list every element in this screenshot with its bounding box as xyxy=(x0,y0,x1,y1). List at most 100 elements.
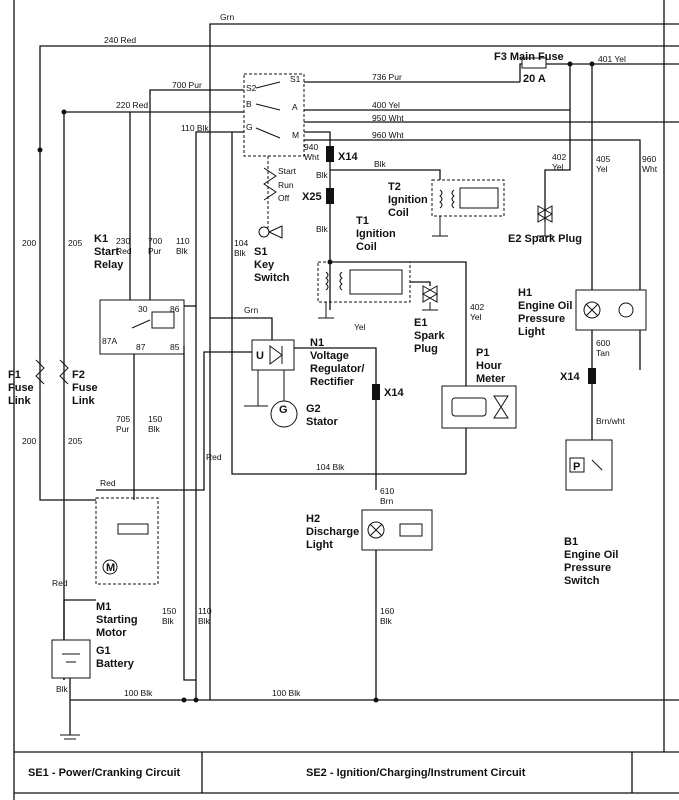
k1-pin-86: 86 xyxy=(170,304,180,314)
s1-term-a: A xyxy=(292,102,298,112)
t1-winding xyxy=(339,271,343,291)
junction xyxy=(327,259,333,265)
h2-label: H2 xyxy=(306,513,320,525)
h1-label-light: Light xyxy=(518,326,545,338)
diode-icon xyxy=(269,345,283,365)
label-736-pur: 736 Pur xyxy=(372,72,402,82)
t2-core xyxy=(459,187,499,209)
label-940: 940 xyxy=(304,142,318,152)
label-230-red: Red xyxy=(116,246,132,256)
b1-contact xyxy=(591,459,603,471)
s1-detent xyxy=(263,167,277,201)
h1-label: H1 xyxy=(518,287,532,299)
label-150-blk: Blk xyxy=(148,424,161,434)
f1-label-link: Link xyxy=(8,395,31,407)
g2-label: G2 xyxy=(306,403,321,415)
s1-label-key: Key xyxy=(254,259,275,271)
t2-label: T2 xyxy=(388,181,401,193)
k1-label-start: Start xyxy=(94,246,119,258)
g2-label-stator: Stator xyxy=(306,416,339,428)
label-960-wht: 960 Wht xyxy=(372,130,404,140)
b1-label-pressure: Pressure xyxy=(564,562,611,574)
t2-label-ignition: Ignition xyxy=(388,194,428,206)
wire-402-yel-e2 xyxy=(544,110,571,222)
x14-label-3: X14 xyxy=(560,371,580,383)
label-150b: 150 xyxy=(162,606,176,616)
wire-blk-t2 xyxy=(330,169,441,180)
e1-spark-plug-icon xyxy=(421,285,439,303)
s1-term-g: G xyxy=(246,122,253,132)
label-240-red: 240 Red xyxy=(104,35,136,45)
battery-symbol-icon xyxy=(399,523,423,537)
s1-contact xyxy=(255,127,281,139)
label-600: 600 xyxy=(596,338,610,348)
k1-pin-30: 30 xyxy=(138,304,148,314)
label-402b: 402 xyxy=(470,302,484,312)
s1-label-switch: Switch xyxy=(254,272,290,284)
n1-label-regulator: Regulator/ xyxy=(310,363,364,375)
wire-700-pur xyxy=(149,89,244,320)
b1-oil-pressure-switch xyxy=(565,439,613,491)
label-104: 104 xyxy=(234,238,248,248)
label-230: 230 xyxy=(116,236,130,246)
wire-200 xyxy=(39,150,96,501)
label-700b-pur: Pur xyxy=(148,246,161,256)
label-705: 705 xyxy=(116,414,130,424)
p1-label-meter: Meter xyxy=(476,373,506,385)
label-red-3: Red xyxy=(52,578,68,588)
h1-label-engine-oil: Engine Oil xyxy=(518,300,572,312)
h2-label-light: Light xyxy=(306,539,333,551)
wire-red xyxy=(96,351,210,491)
wire-240-red xyxy=(39,45,679,150)
wire-940-wht xyxy=(304,131,331,310)
junction xyxy=(567,61,573,67)
label-150b-blk: Blk xyxy=(162,616,175,626)
b1-label: B1 xyxy=(564,536,578,548)
label-700-pur: 700 Pur xyxy=(172,80,202,90)
s1-contact xyxy=(255,103,281,111)
t2-winding xyxy=(439,189,443,209)
t1-core xyxy=(349,269,403,295)
label-950-wht: 950 Wht xyxy=(372,113,404,123)
label-110c: 110 xyxy=(198,606,212,616)
label-400-yel: 400 Yel xyxy=(372,100,400,110)
k1-pin-87: 87 xyxy=(136,342,146,352)
f1-label-fuse: Fuse xyxy=(8,382,34,394)
junction xyxy=(181,697,187,703)
s1-pos-start: Start xyxy=(278,166,297,176)
wire-t1-e1 xyxy=(410,281,431,286)
f2-label-link: Link xyxy=(72,395,95,407)
k1-pin-85: 85 xyxy=(170,342,180,352)
label-405: 405 xyxy=(596,154,610,164)
h1-label-pressure: Pressure xyxy=(518,313,565,325)
p1-label: P1 xyxy=(476,347,489,359)
t2-winding xyxy=(451,189,455,209)
lamp-cross xyxy=(369,523,383,537)
f3-rating: 20 A xyxy=(523,73,546,85)
label-205-b: 205 xyxy=(68,436,82,446)
lamp-icon xyxy=(583,301,601,319)
label-150: 150 xyxy=(148,414,162,424)
wire-yel-n1 xyxy=(294,347,377,490)
e1-label: E1 xyxy=(414,317,427,329)
label-grn-2: Grn xyxy=(244,305,258,315)
label-110b-blk: Blk xyxy=(176,246,189,256)
t1-label: T1 xyxy=(356,215,369,227)
oil-can-icon xyxy=(618,302,634,318)
t1-winding xyxy=(325,271,329,291)
s1-key-switch-box xyxy=(243,73,305,157)
f3-label: F3 Main Fuse xyxy=(494,51,564,63)
m1-label: M1 xyxy=(96,601,111,613)
x25-connector xyxy=(326,188,334,204)
e2-spark-plug-icon xyxy=(536,205,554,223)
k1-label-relay: Relay xyxy=(94,259,124,271)
label-100-blk: 100 Blk xyxy=(124,688,153,698)
k1-label: K1 xyxy=(94,233,108,245)
junction xyxy=(373,697,379,703)
label-610: 610 xyxy=(380,486,394,496)
h1-engine-oil-light xyxy=(575,289,647,331)
h2-discharge-light xyxy=(361,509,433,551)
wire-150-blk xyxy=(183,346,196,681)
n1-u-symbol: U xyxy=(256,350,264,362)
